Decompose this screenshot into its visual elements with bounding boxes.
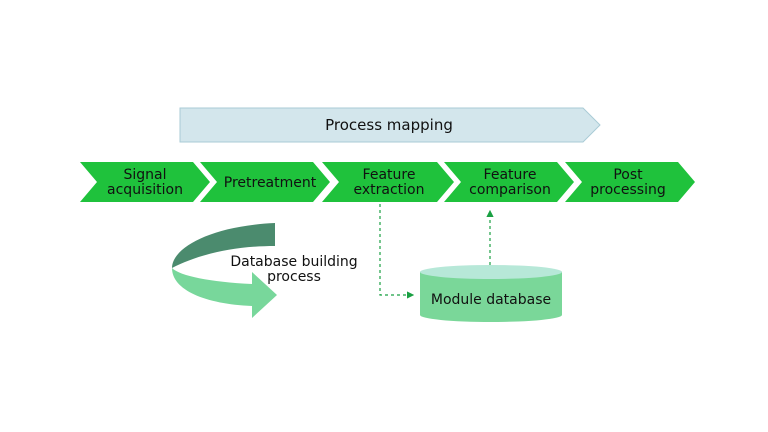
- step-label-line2: acquisition: [107, 182, 183, 198]
- loop-label-line2: process: [267, 269, 321, 285]
- database-building-loop-arrow: [172, 223, 277, 318]
- step-label-line1: Feature: [484, 167, 537, 183]
- step-pretreatment: Pretreatment: [200, 162, 330, 202]
- step-label-line1: Pretreatment: [224, 175, 317, 191]
- extraction-to-database-connector: [379, 204, 415, 299]
- process-mapping-banner: Process mapping: [179, 107, 601, 143]
- step-feature-comparison: Feature comparison: [444, 162, 574, 202]
- step-label-line2: extraction: [354, 182, 425, 198]
- module-database-label: Module database: [431, 292, 551, 308]
- module-database-cylinder: Module database: [420, 265, 562, 322]
- step-label-line1: Signal: [123, 167, 166, 183]
- step-post-processing: Post processing: [565, 162, 695, 202]
- step-feature-extraction: Feature extraction: [322, 162, 454, 202]
- step-label-line1: Post: [613, 167, 643, 183]
- step-label-line2: comparison: [469, 182, 551, 198]
- step-label-line2: processing: [590, 182, 665, 198]
- step-signal-acquisition: Signal acquisition: [80, 162, 210, 202]
- loop-label-line1: Database building: [230, 254, 357, 270]
- step-label-line1: Feature: [363, 167, 416, 183]
- process-mapping-label: Process mapping: [325, 116, 453, 134]
